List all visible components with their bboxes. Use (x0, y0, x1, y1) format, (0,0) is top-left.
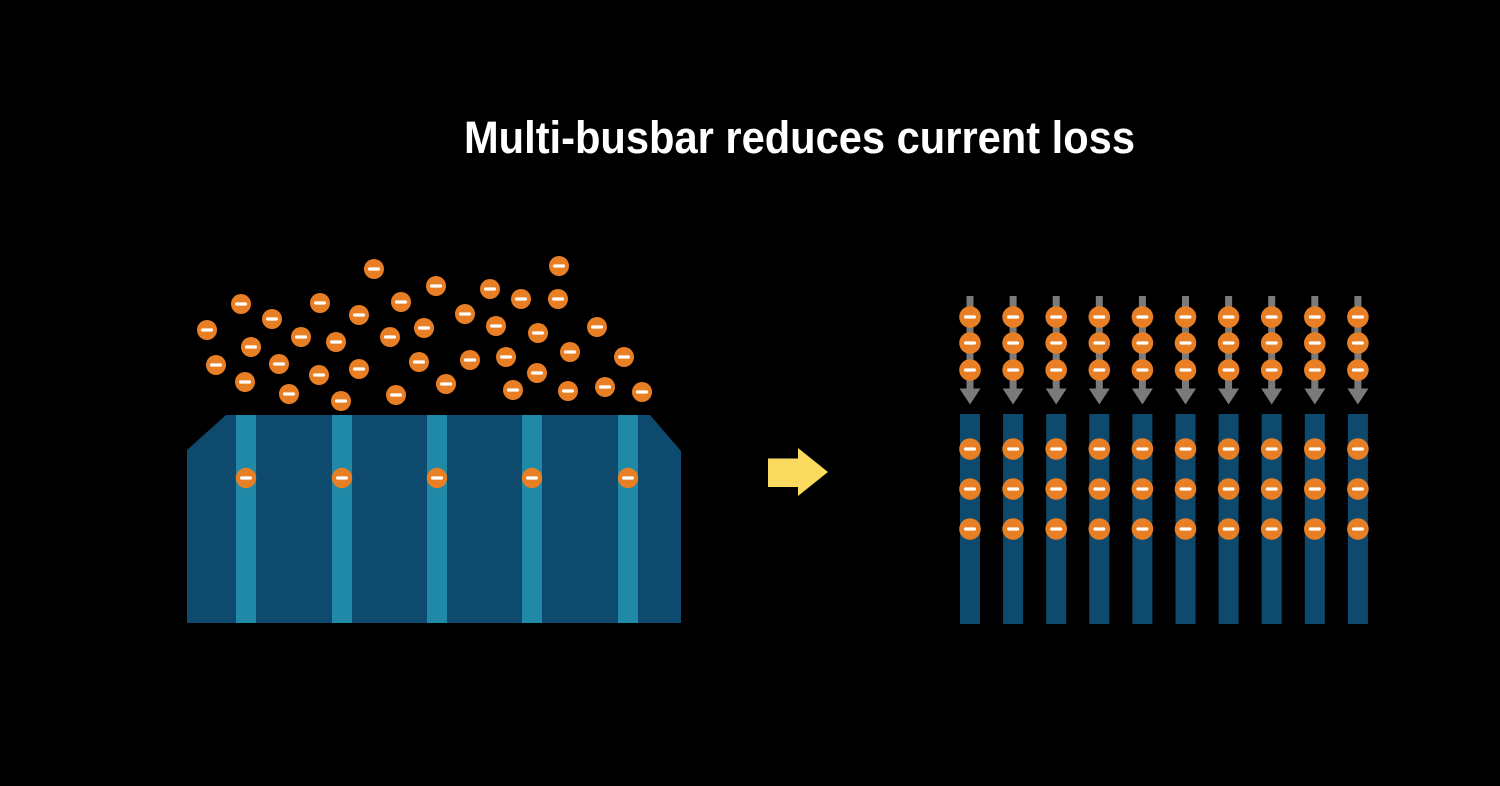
svg-text:Multi-busbar reduces current l: Multi-busbar reduces current loss (464, 112, 1135, 163)
